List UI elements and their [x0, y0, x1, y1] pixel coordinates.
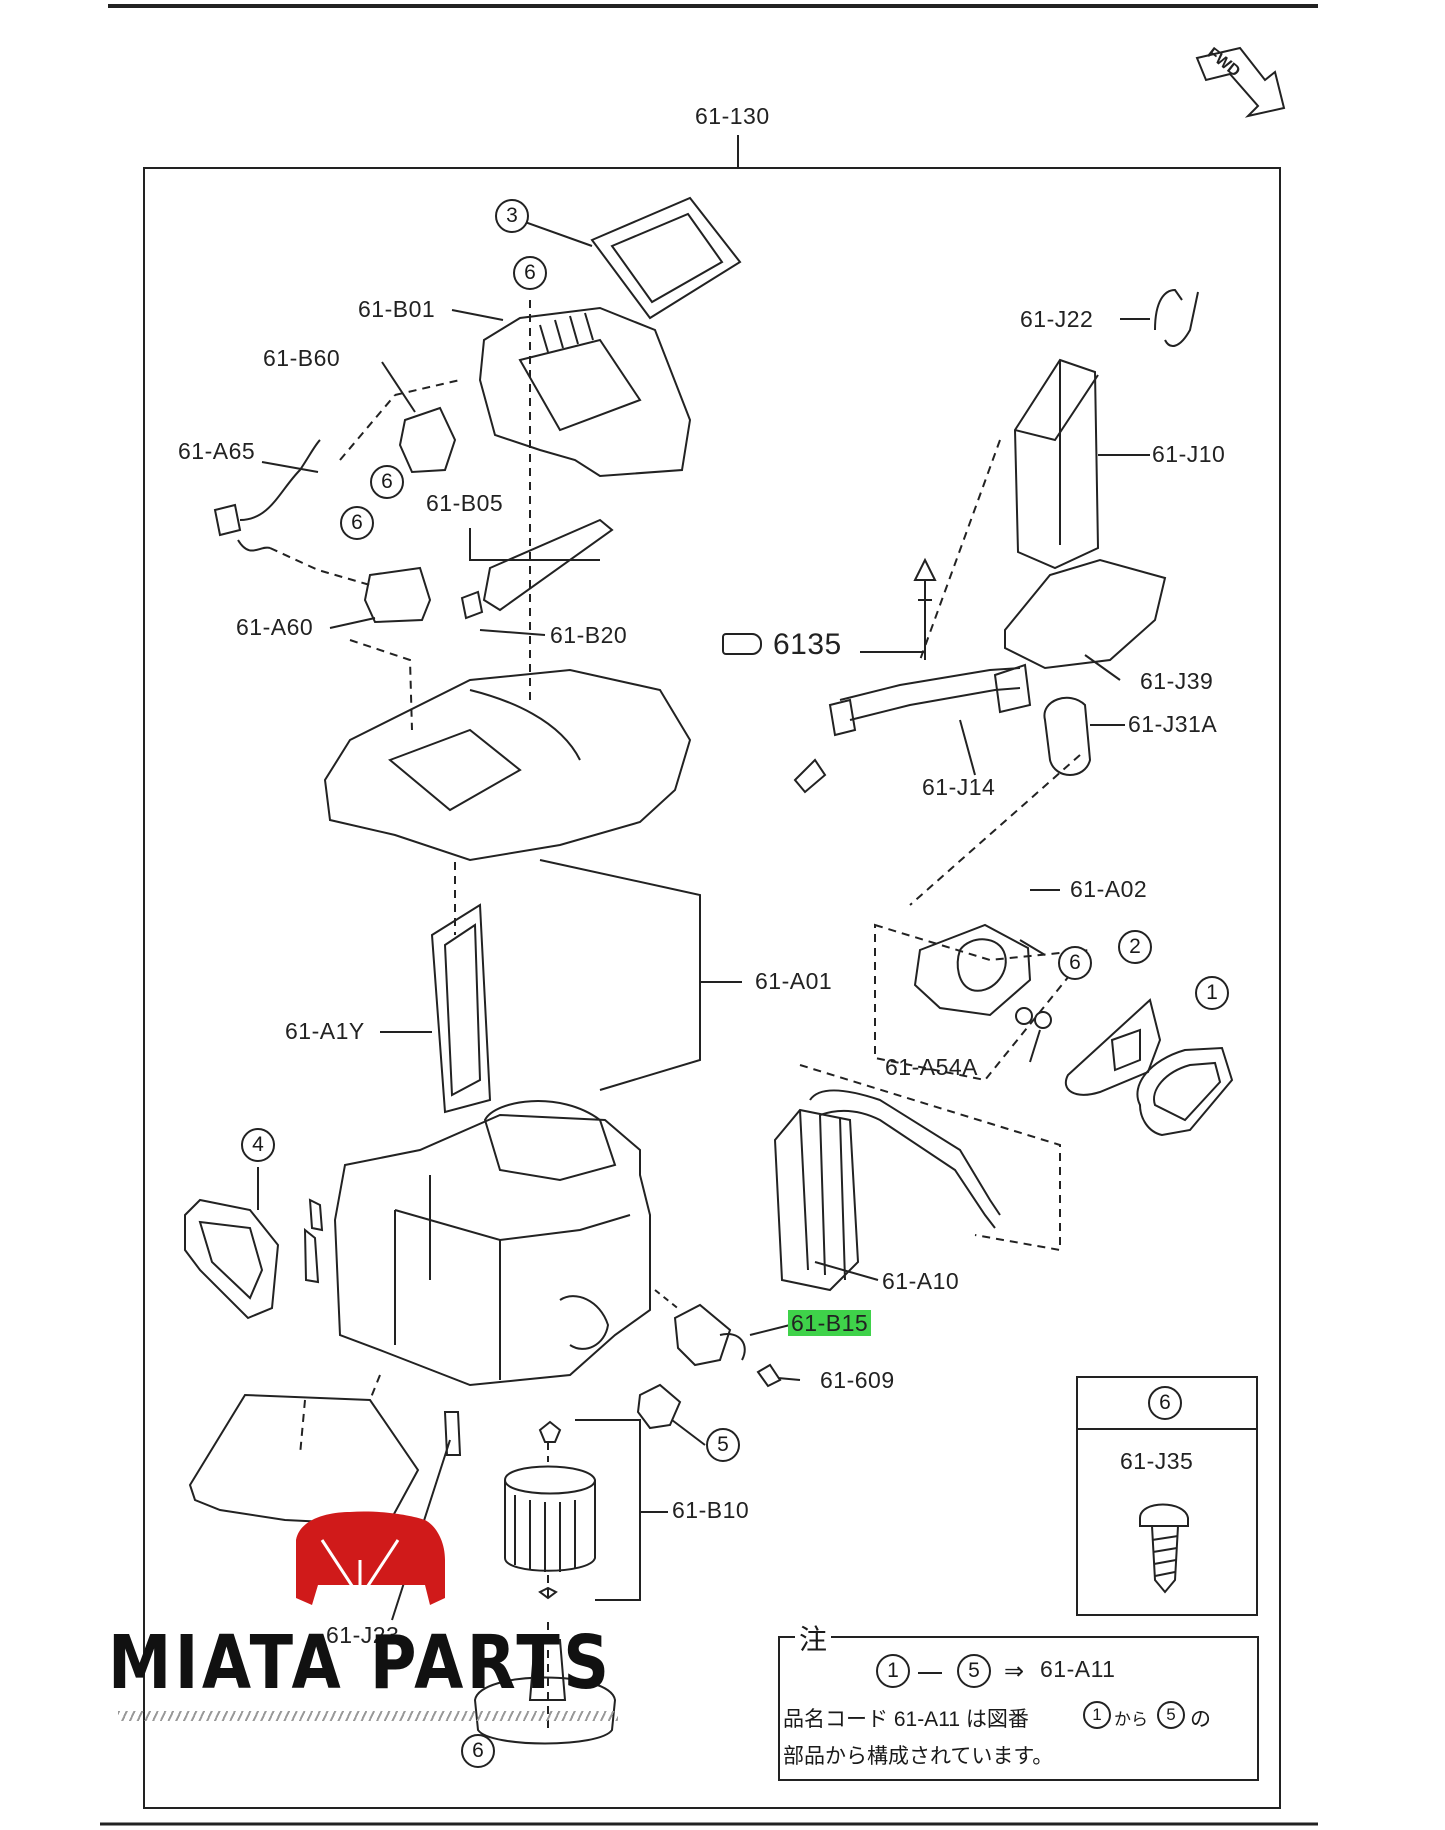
- cap-5-shape: [636, 1383, 682, 1430]
- label-b20: 61-B20: [550, 622, 628, 648]
- fwd-arrow-icon: [1195, 46, 1286, 118]
- note-range-to: 5: [957, 1654, 991, 1688]
- note-heading: 注: [795, 1618, 832, 1658]
- fan-b10-shape: [504, 1465, 596, 1572]
- note-line2-mid: から: [1114, 1710, 1148, 1729]
- callout-2: 2: [1118, 930, 1152, 964]
- note-line3: 部品から構成されています。: [783, 1745, 1054, 1768]
- gasket-j31a-shape: [1043, 696, 1092, 776]
- label-a02: 61-A02: [1070, 876, 1148, 902]
- callout-1: 1: [1195, 976, 1229, 1010]
- label-b10: 61-B10: [672, 1497, 750, 1523]
- note-line2-suffix: の: [1190, 1708, 1211, 1731]
- legend-divider: [1076, 1428, 1256, 1430]
- label-b05: 61-B05: [426, 490, 504, 516]
- upper-case-shape: [323, 668, 692, 862]
- note-line2-to: 5: [1157, 1701, 1185, 1729]
- legend-box: [1076, 1376, 1258, 1616]
- label-609: 61-609: [820, 1367, 895, 1393]
- legend-part: 61-J35: [1120, 1448, 1194, 1474]
- lower-case-shape: [333, 1113, 651, 1387]
- note-target: 61-A11: [1040, 1656, 1116, 1682]
- brand-stripes: [118, 1711, 618, 1721]
- callout-6-motor: 6: [461, 1734, 495, 1768]
- label-a54a: 61-A54A: [885, 1054, 979, 1080]
- sensor-j22-shape: [1154, 288, 1199, 347]
- tag-6135-icon: [722, 633, 762, 655]
- note-arrow: ⇒: [1004, 1658, 1025, 1685]
- label-b01: 61-B01: [358, 296, 436, 322]
- gasket-4-shape: [184, 1198, 280, 1320]
- label-j14: 61-J14: [922, 774, 996, 800]
- assembly-label: 61-130: [695, 103, 770, 129]
- brand-watermark: MIATA PARTS: [108, 1620, 613, 1706]
- screw-j35-shape: [1139, 1503, 1189, 1594]
- intake-housing-shape: [478, 306, 692, 478]
- note-line2-prefix: 品名コード 61-A11 は図番: [783, 1708, 1029, 1731]
- note-box: [778, 1636, 1259, 1781]
- note-range-from: 1: [876, 1654, 910, 1688]
- label-a10: 61-A10: [882, 1268, 960, 1294]
- valve-shape: [993, 663, 1032, 714]
- label-a01: 61-A01: [755, 968, 833, 994]
- actuator-a60-shape: [363, 566, 432, 624]
- duct-j39-shape: [1004, 558, 1167, 670]
- pipe-j14-shape: [828, 667, 1021, 737]
- screw-609-shape: [756, 1363, 801, 1388]
- gasket-3-shape: [590, 196, 742, 320]
- callout-3: 3: [495, 199, 529, 233]
- gasket-2-shape: [1065, 998, 1162, 1096]
- callout-4: 4: [241, 1128, 275, 1162]
- actuator-b60-shape: [398, 406, 457, 474]
- resistor-b15-shape: [673, 1303, 732, 1367]
- callout-6-top: 6: [513, 256, 547, 290]
- link-b05-shape: [482, 518, 614, 612]
- logo-car-icon: [296, 1511, 445, 1605]
- highlight-b15: 61-B15: [788, 1310, 872, 1336]
- callout-6-a02: 6: [1058, 946, 1092, 980]
- label-a60: 61-A60: [236, 614, 314, 640]
- label-j39: 61-J39: [1140, 668, 1214, 694]
- label-b15: 61-B15: [788, 1310, 872, 1337]
- note-dash: [918, 1672, 942, 1674]
- callout-5: 5: [706, 1428, 740, 1462]
- gasket-1-shape: [1136, 1046, 1234, 1137]
- legend-number: 6: [1148, 1386, 1182, 1420]
- wiring-a65-shape: [213, 439, 321, 537]
- door-a02-shape: [913, 923, 1032, 1017]
- callout-6-a60: 6: [340, 506, 374, 540]
- callout-6-b60: 6: [370, 465, 404, 499]
- seal-a1y-shape: [430, 903, 492, 1114]
- label-j31a: 61-J31A: [1128, 711, 1218, 737]
- label-6135: 6135: [773, 628, 842, 661]
- label-j23: 61-J23: [326, 1622, 400, 1648]
- label-j10: 61-J10: [1152, 441, 1226, 467]
- evaporator-j10-shape: [1013, 358, 1100, 570]
- label-a1y: 61-A1Y: [285, 1018, 365, 1044]
- label-b60: 61-B60: [263, 345, 341, 371]
- label-a65: 61-A65: [178, 438, 256, 464]
- label-j22: 61-J22: [1020, 306, 1094, 332]
- note-line2-from: 1: [1083, 1701, 1111, 1729]
- assembly-frame: [143, 167, 1281, 1809]
- rod-b20-shape: [460, 590, 484, 620]
